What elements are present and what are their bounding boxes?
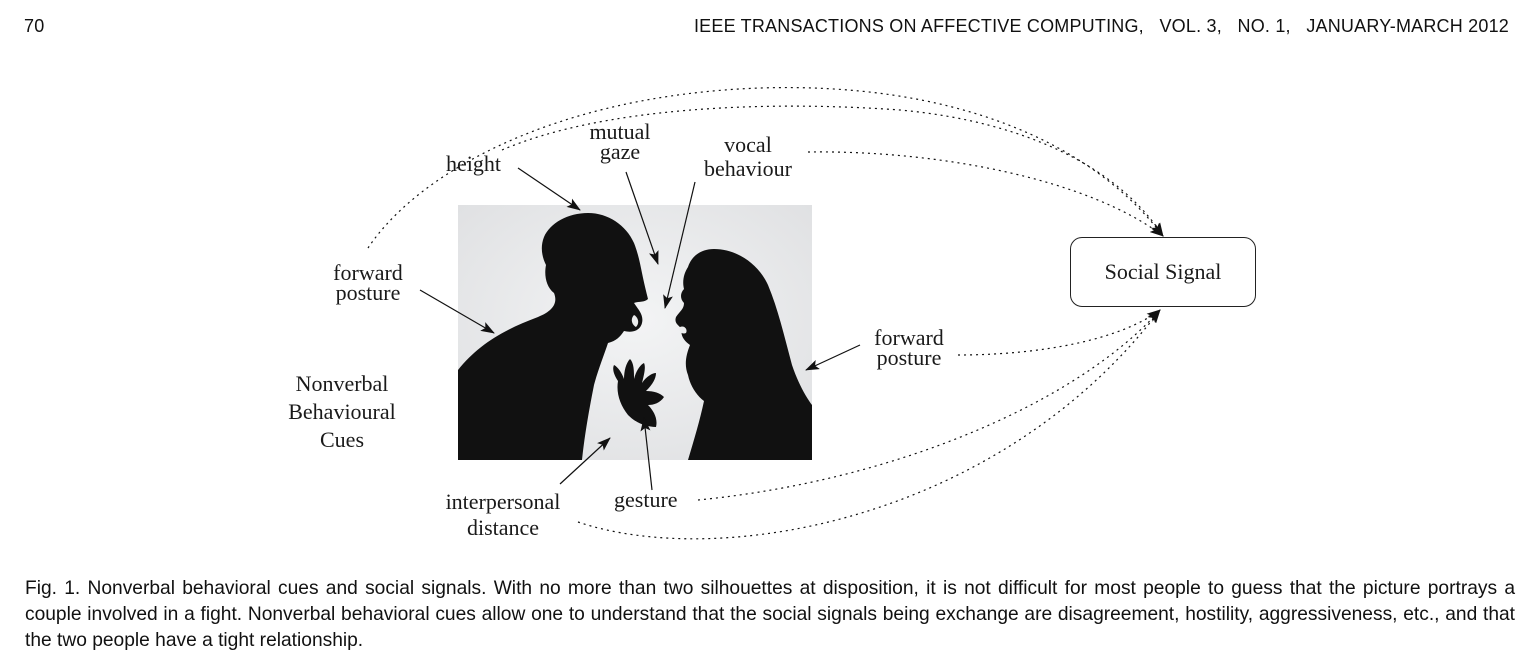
label-forward-posture-left: forward posture bbox=[318, 260, 418, 305]
woman-silhouette bbox=[675, 249, 812, 460]
label-mutual-gaze-line2: gaze bbox=[599, 139, 641, 164]
dotted-curve-gesture bbox=[697, 309, 1161, 501]
label-nonverbal-cues-line3: Cues bbox=[320, 427, 364, 452]
dotted-curve-vocal bbox=[807, 151, 1164, 237]
arrow-interpersonal-distance bbox=[559, 437, 611, 485]
arrow-mutual-gaze bbox=[625, 171, 659, 265]
label-forward-posture-left-line1: forward bbox=[333, 260, 403, 285]
arrow-vocal-behaviour bbox=[663, 181, 696, 309]
label-vocal-behaviour-line1: vocal bbox=[724, 132, 772, 157]
label-interpersonal-distance-line1: interpersonal bbox=[445, 489, 561, 514]
label-forward-posture-right-line1: forward bbox=[874, 325, 944, 350]
hand-silhouette bbox=[613, 359, 664, 427]
dotted-curve-forward-posture-right bbox=[957, 309, 1161, 356]
arrow-gesture bbox=[640, 417, 653, 491]
label-height: height bbox=[446, 151, 501, 176]
label-interpersonal-distance: interpersonal distance bbox=[432, 489, 574, 541]
dotted-curve-height bbox=[501, 105, 1164, 237]
label-gesture: gesture bbox=[614, 487, 678, 512]
social-signal-box: Social Signal bbox=[1070, 237, 1256, 307]
label-forward-posture-left-line2: posture bbox=[335, 280, 401, 305]
man-silhouette bbox=[458, 213, 648, 460]
figure-caption: Fig. 1. Nonverbal behavioral cues and so… bbox=[25, 578, 1515, 651]
label-interpersonal-distance-line2: distance bbox=[466, 515, 540, 540]
label-forward-posture-right-line2: posture bbox=[876, 345, 942, 370]
label-mutual-gaze-line1: mutual bbox=[589, 119, 651, 144]
label-mutual-gaze: mutual gaze bbox=[580, 119, 660, 164]
silhouettes-image bbox=[458, 205, 812, 460]
figure: height mutual gaze vocal behaviour forwa… bbox=[272, 86, 1256, 541]
photo bbox=[458, 205, 812, 460]
running-head: IEEE TRANSACTIONS ON AFFECTIVE COMPUTING… bbox=[693, 16, 1509, 36]
arrow-forward-posture-right bbox=[805, 344, 861, 371]
page-number: 70 bbox=[24, 16, 45, 36]
dotted-curve-interpersonal-distance bbox=[577, 309, 1161, 540]
diagram-connectors bbox=[367, 86, 1164, 540]
label-forward-posture-right: forward posture bbox=[859, 325, 959, 370]
label-vocal-behaviour: vocal behaviour bbox=[692, 132, 804, 181]
arrow-height bbox=[517, 167, 581, 211]
label-nonverbal-cues-line2: Behavioural bbox=[288, 399, 396, 424]
dotted-curve-forward-posture-left bbox=[367, 86, 1164, 249]
label-vocal-behaviour-line2: behaviour bbox=[704, 156, 792, 181]
label-nonverbal-cues: Nonverbal Behavioural Cues bbox=[272, 370, 412, 454]
arrow-forward-posture-left bbox=[419, 289, 495, 334]
label-nonverbal-cues-line1: Nonverbal bbox=[295, 371, 389, 396]
